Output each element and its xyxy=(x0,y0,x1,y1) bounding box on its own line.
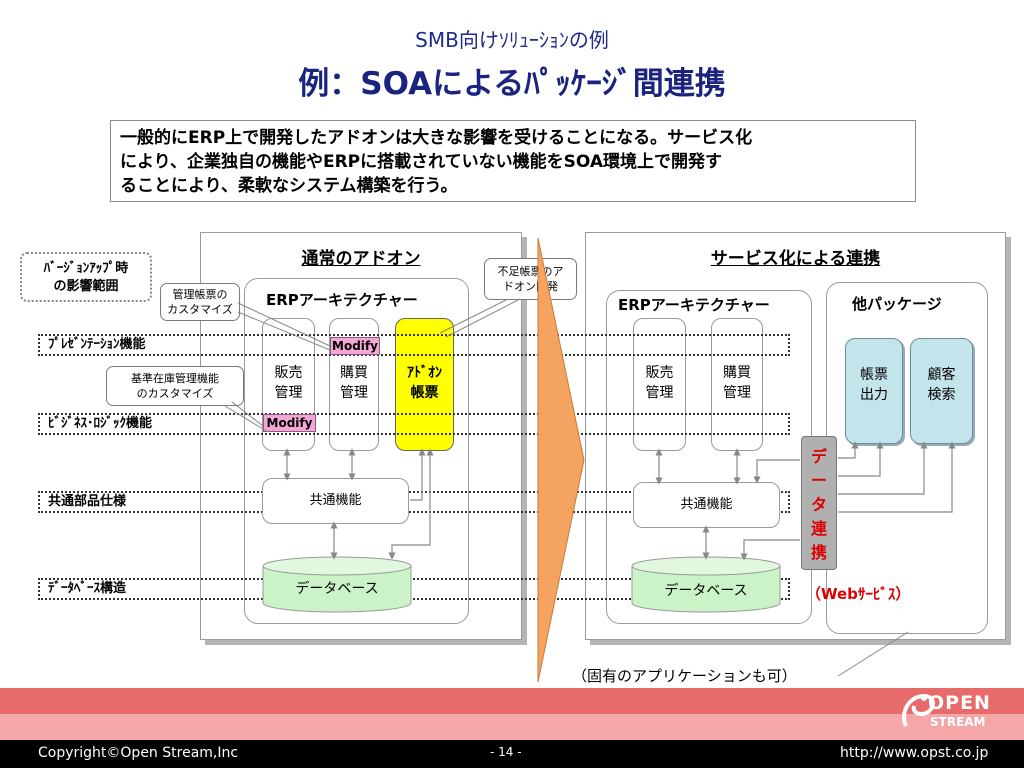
report-output-package: 帳票出力 xyxy=(845,338,903,444)
open-stream-logo: OPEN STREAM xyxy=(898,690,994,738)
presentation-band xyxy=(38,334,790,356)
inventory-customize-callout: 基準在庫管理機能のカスタマイズ xyxy=(106,366,244,406)
intro-line: により、企業独自の機能やERPに搭載されていない機能をSOA環境上で開発す xyxy=(120,152,723,172)
web-service-label: （Webｻｰﾋﾞｽ） xyxy=(806,585,911,603)
footer-bar: Copyright©Open Stream,Inc - 14 - http://… xyxy=(0,740,1024,768)
logo-text-open: OPEN xyxy=(928,692,991,714)
slide-title: 例：SOAによるﾊﾟｯｹｰｼﾞ間連携 xyxy=(298,66,726,102)
arrow-datalink-report-2 xyxy=(838,441,884,477)
right-sales-column xyxy=(633,318,686,451)
right-purchase-column xyxy=(711,318,763,451)
common-parts-layer-label: 共通部品仕様 xyxy=(48,493,127,511)
pointer-report-customize-2 xyxy=(237,311,331,351)
page-number: - 14 - xyxy=(490,745,522,759)
pointer-custom-app xyxy=(837,631,909,677)
logo-text-stream: STREAM xyxy=(930,715,986,729)
right-common-function-box: 共通機能 xyxy=(633,482,780,528)
left-common-function-box: 共通機能 xyxy=(262,478,409,524)
pointer-inventory-customize xyxy=(231,401,264,427)
arrow-datalink-common xyxy=(753,459,800,484)
intro-line: 一般的にERP上で開発したアドオンは大きな影響を受けることになる。サービス化 xyxy=(120,128,753,148)
left-purchase-label: 購買管理 xyxy=(340,365,368,401)
arrow-addon-common xyxy=(410,448,426,501)
left-database-label: データベース xyxy=(295,581,379,597)
arrow-datalink-customer-2 xyxy=(838,441,956,513)
logo-swirl-icon xyxy=(902,693,935,727)
left-panel-title: 通常のアドオン xyxy=(301,249,421,269)
pointer-missing-report xyxy=(439,298,509,334)
arrow-datalink-db xyxy=(740,539,800,561)
slide-subtitle: SMB向けｿﾘｭｰｼｮﾝの例 xyxy=(415,28,609,52)
arrow-datalink-report xyxy=(838,441,859,459)
modify-tag-presentation: Modify xyxy=(330,337,380,355)
addon-report-label: ｱﾄﾞｵﾝ帳票 xyxy=(407,365,442,401)
presentation-layer-label: ﾌﾟﾚｾﾞﾝﾃｰｼｮﾝ機能 xyxy=(48,336,146,354)
pointer-missing-report-2 xyxy=(445,298,521,338)
website-url[interactable]: http://www.opst.co.jp xyxy=(840,745,989,761)
right-purchase-label: 購買管理 xyxy=(723,365,751,401)
addon-report-column xyxy=(395,318,454,451)
business-logic-layer-label: ﾋﾞｼﾞﾈｽ･ﾛｼﾞｯｸ機能 xyxy=(48,415,153,433)
version-impact-callout: ﾊﾞｰｼﾞｮﾝｱｯﾌﾟ時の影響範囲 xyxy=(20,252,152,302)
pointer-inventory-customize-2 xyxy=(224,405,269,433)
right-panel-title: サービス化による連携 xyxy=(710,249,881,269)
transform-arrow xyxy=(537,237,585,683)
left-arch-title: ERPアーキテクチャー xyxy=(266,291,418,309)
left-sales-label: 販売管理 xyxy=(274,365,303,401)
right-database-label: データベース xyxy=(664,583,748,599)
footer-band-light xyxy=(0,714,1024,740)
intro-line: ることにより、柔軟なシステム構築を行う。 xyxy=(120,176,458,196)
copyright-text: Copyright©Open Stream,Inc xyxy=(38,745,239,761)
arrow-addon-db xyxy=(388,448,434,560)
right-database-cylinder xyxy=(631,556,781,613)
customer-search-package: 顧客検索 xyxy=(910,338,973,444)
database-band xyxy=(38,578,790,600)
footer-band-dark xyxy=(0,688,1024,714)
left-database-cylinder xyxy=(262,556,412,613)
database-layer-label: ﾃﾞｰﾀﾍﾞｰｽ構造 xyxy=(48,580,127,598)
data-link-box: デ ー タ 連 携 xyxy=(801,436,837,570)
custom-application-note: （固有のアプリケーションも可） xyxy=(572,667,797,685)
right-arch-title: ERPアーキテクチャー xyxy=(618,296,770,314)
modify-tag-business: Modify xyxy=(263,414,316,432)
arrow-datalink-customer xyxy=(838,441,928,495)
other-package-title: 他パッケージ xyxy=(852,295,942,313)
pointer-report-customize xyxy=(237,302,331,347)
right-sales-label: 販売管理 xyxy=(645,365,674,401)
business-logic-band xyxy=(38,413,790,435)
intro-text-box: 一般的にERP上で開発したアドオンは大きな影響を受けることになる。サービス化 に… xyxy=(110,120,916,202)
report-customize-callout: 管理帳票のカスタマイズ xyxy=(160,283,240,321)
